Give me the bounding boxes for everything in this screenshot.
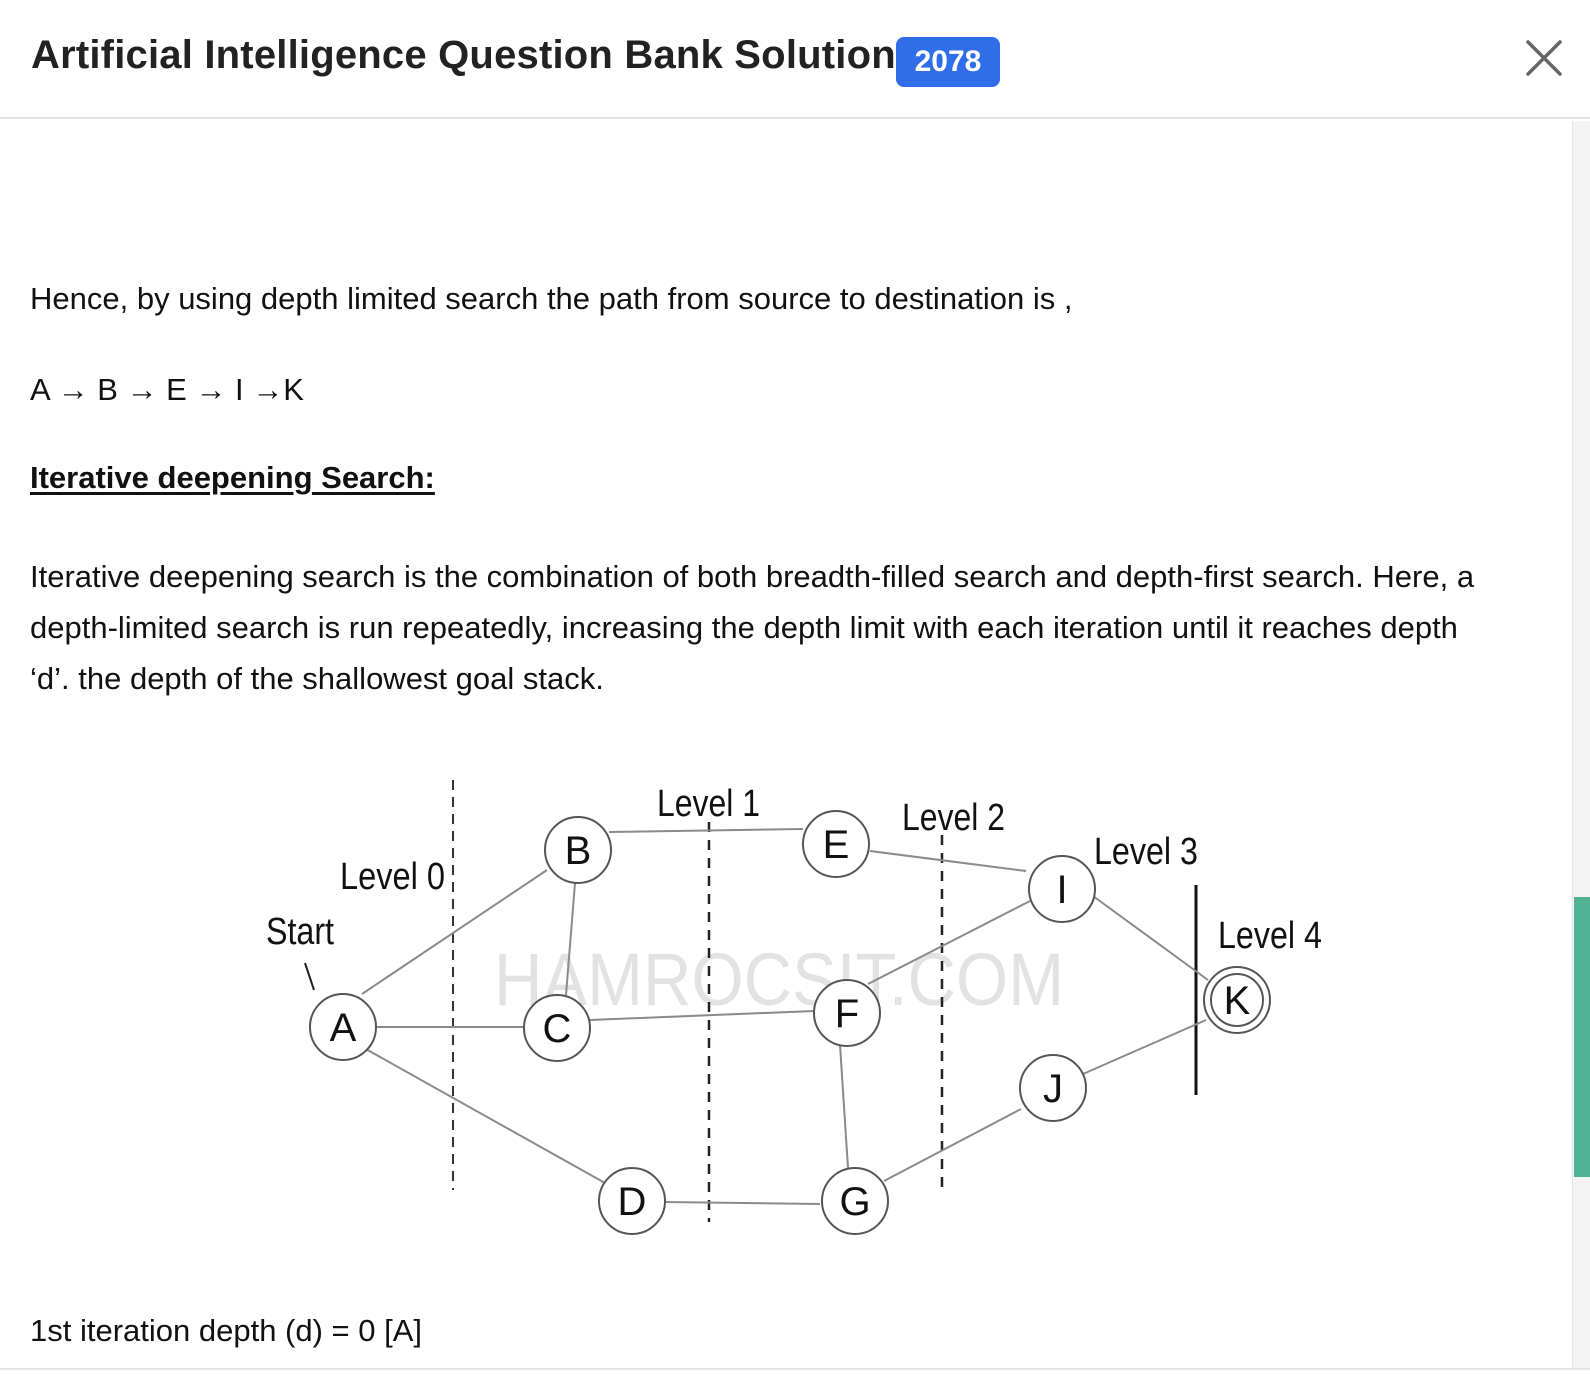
description-line: Iterative deepening search is the combin… bbox=[30, 559, 1475, 594]
scrollbar-thumb[interactable] bbox=[1574, 897, 1590, 1177]
edge-i-k bbox=[1092, 895, 1209, 981]
node-k-inner-circle bbox=[1210, 973, 1264, 1027]
edge-c-f bbox=[589, 1010, 815, 1021]
edge-a-d bbox=[363, 1047, 606, 1184]
edge-a-b bbox=[361, 869, 548, 995]
node-a-label: A bbox=[330, 1006, 357, 1050]
scrollbar-track[interactable] bbox=[1572, 121, 1590, 1368]
year-badge: 2078 bbox=[896, 37, 1000, 87]
edge-f-i bbox=[867, 900, 1031, 985]
edge-g-j bbox=[883, 1108, 1022, 1182]
modal-content bbox=[0, 121, 1572, 1368]
modal-header: Artificial Intelligence Question Bank So… bbox=[0, 0, 1590, 119]
node-d-circle bbox=[598, 1167, 666, 1235]
node-g-circle bbox=[821, 1167, 889, 1235]
node-e-label: E bbox=[823, 823, 850, 867]
node-j-label: J bbox=[1043, 1067, 1063, 1111]
path-sentence: Hence, by using depth limited search the… bbox=[30, 281, 1073, 316]
close-icon[interactable] bbox=[1524, 38, 1564, 78]
node-d-label: D bbox=[618, 1180, 647, 1224]
level-2-label: Level 2 bbox=[902, 797, 1005, 839]
edge-b-e bbox=[608, 828, 804, 833]
description-line: ‘d’. the depth of the shallowest goal st… bbox=[30, 661, 604, 696]
description-line: depth-limited search is run repeatedly, … bbox=[30, 610, 1458, 645]
node-k-label: K bbox=[1224, 979, 1251, 1023]
level-4-label: Level 4 bbox=[1218, 915, 1322, 957]
level-3-label: Level 3 bbox=[1094, 831, 1198, 873]
node-j-circle bbox=[1019, 1054, 1087, 1122]
node-i-label: I bbox=[1056, 868, 1067, 912]
node-a-circle bbox=[309, 993, 377, 1061]
edge-d-g bbox=[663, 1201, 821, 1205]
search-path: A → B → E → I →K bbox=[30, 372, 304, 407]
node-b-circle bbox=[544, 816, 612, 884]
edge-e-i bbox=[869, 850, 1027, 872]
level-1-label: Level 1 bbox=[657, 783, 760, 825]
edge-group bbox=[361, 828, 1209, 1205]
node-g-label: G bbox=[839, 1180, 870, 1224]
iteration-line: 1st iteration depth (d) = 0 [A] bbox=[30, 1313, 423, 1348]
bottom-divider bbox=[0, 1368, 1590, 1370]
description-paragraph: Iterative deepening search is the combin… bbox=[30, 551, 1550, 704]
edge-f-g bbox=[839, 1044, 849, 1169]
node-f-circle bbox=[813, 979, 881, 1047]
start-label: Start bbox=[266, 911, 334, 953]
modal-title: Artificial Intelligence Question Bank So… bbox=[31, 33, 896, 77]
edge-b-c bbox=[565, 882, 576, 996]
node-b-label: B bbox=[565, 829, 592, 873]
section-heading: Iterative deepening Search: bbox=[30, 460, 435, 495]
watermark: HAMROCSIT.COM bbox=[494, 938, 1064, 1021]
start-pointer bbox=[304, 962, 315, 991]
node-c-circle bbox=[523, 994, 591, 1062]
node-i-circle bbox=[1028, 855, 1096, 923]
level-0-label: Level 0 bbox=[340, 856, 445, 898]
node-e-circle bbox=[802, 810, 870, 878]
node-f-label: F bbox=[835, 992, 859, 1036]
edge-j-k bbox=[1082, 1019, 1207, 1075]
node-c-label: C bbox=[543, 1007, 572, 1051]
